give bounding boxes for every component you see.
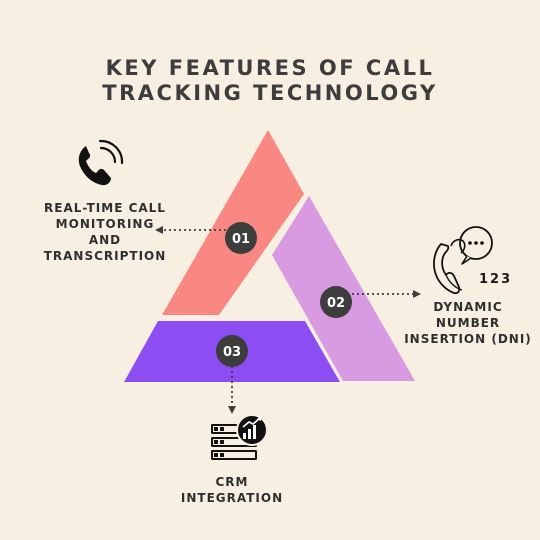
feature-label-03: CRM INTEGRATION — [170, 474, 294, 506]
feature-01-line-4: TRANSCRIPTION — [43, 249, 167, 263]
badge-01: 01 — [225, 222, 257, 254]
connector-02 — [352, 290, 421, 298]
svg-text:01: 01 — [232, 232, 250, 247]
connector-01 — [155, 226, 226, 234]
svg-text:03: 03 — [223, 345, 241, 360]
feature-03-line-2: INTEGRATION — [180, 491, 284, 505]
feature-01-line-2: MONITORING — [55, 217, 155, 231]
connector-03 — [228, 366, 236, 414]
phone-ringing-icon — [78, 139, 124, 186]
feature-01-line-1: REAL-TIME CALL — [44, 201, 166, 215]
feature-label-01: REAL-TIME CALL MONITORING AND TRANSCRIPT… — [30, 200, 180, 264]
feature-02-line-2: NUMBER — [435, 316, 501, 330]
segment-01 — [162, 130, 304, 315]
feature-01-line-3: AND — [88, 233, 122, 247]
feature-03-line-1: CRM — [215, 475, 249, 489]
title-line-2: TRACKING TECHNOLOGY — [102, 81, 438, 105]
title-line-1: KEY FEATURES OF CALL — [105, 56, 435, 80]
feature-02-line-3: INSERTION (DNI) — [404, 332, 532, 346]
feature-02-line-1: DYNAMIC — [433, 300, 503, 314]
person-calling-numbers-icon: 123 — [433, 226, 512, 295]
svg-text:02: 02 — [327, 296, 345, 311]
page-title: KEY FEATURES OF CALL TRACKING TECHNOLOGY — [0, 56, 540, 106]
badge-02: 02 — [320, 286, 352, 318]
badge-03: 03 — [216, 335, 248, 367]
svg-text:123: 123 — [479, 272, 512, 287]
server-chart-icon — [211, 414, 268, 460]
feature-label-02: DYNAMIC NUMBER INSERTION (DNI) — [398, 299, 538, 347]
